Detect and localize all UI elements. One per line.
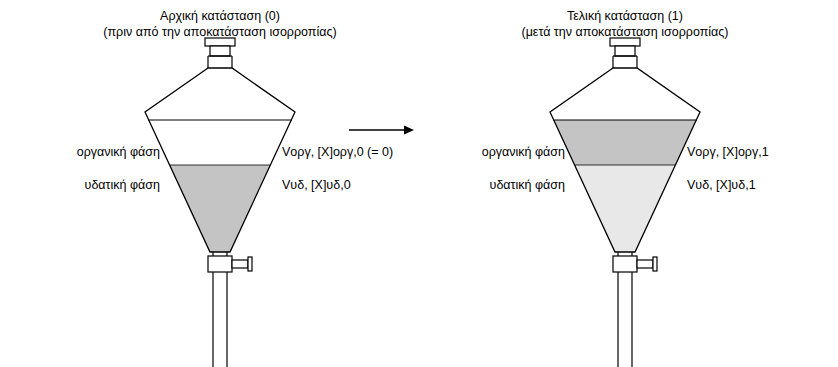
phase-label: Vοργ, [X]οργ,1 bbox=[687, 144, 769, 160]
phase-label: υδατική φάση bbox=[490, 177, 565, 193]
phase-label: Vυδ, [X]υδ,0 bbox=[282, 177, 351, 193]
process-arrow bbox=[349, 126, 414, 135]
phase-label: υδατική φάση bbox=[85, 177, 160, 193]
phase-label: Vυδ, [X]υδ,1 bbox=[687, 177, 756, 193]
funnel-initial bbox=[140, 38, 300, 367]
state-subheading: (μετά την αποκατάσταση ισορροπίας) bbox=[416, 24, 834, 40]
state-heading: Τελική κατάσταση (1) bbox=[416, 8, 834, 24]
phase-label: οργανική φάση bbox=[482, 144, 565, 160]
state-subheading: (πριν από την αποκατάσταση ισορροπίας) bbox=[91, 24, 349, 40]
state-heading: Αρχική κατάσταση (0) bbox=[91, 8, 349, 24]
phase-label: Vοργ, [X]οργ,0 (= 0) bbox=[282, 144, 393, 160]
funnel-final bbox=[545, 38, 705, 367]
state-panel: Τελική κατάσταση (1)(μετά την αποκατάστα… bbox=[416, 2, 834, 362]
phase-label: οργανική φάση bbox=[77, 144, 160, 160]
